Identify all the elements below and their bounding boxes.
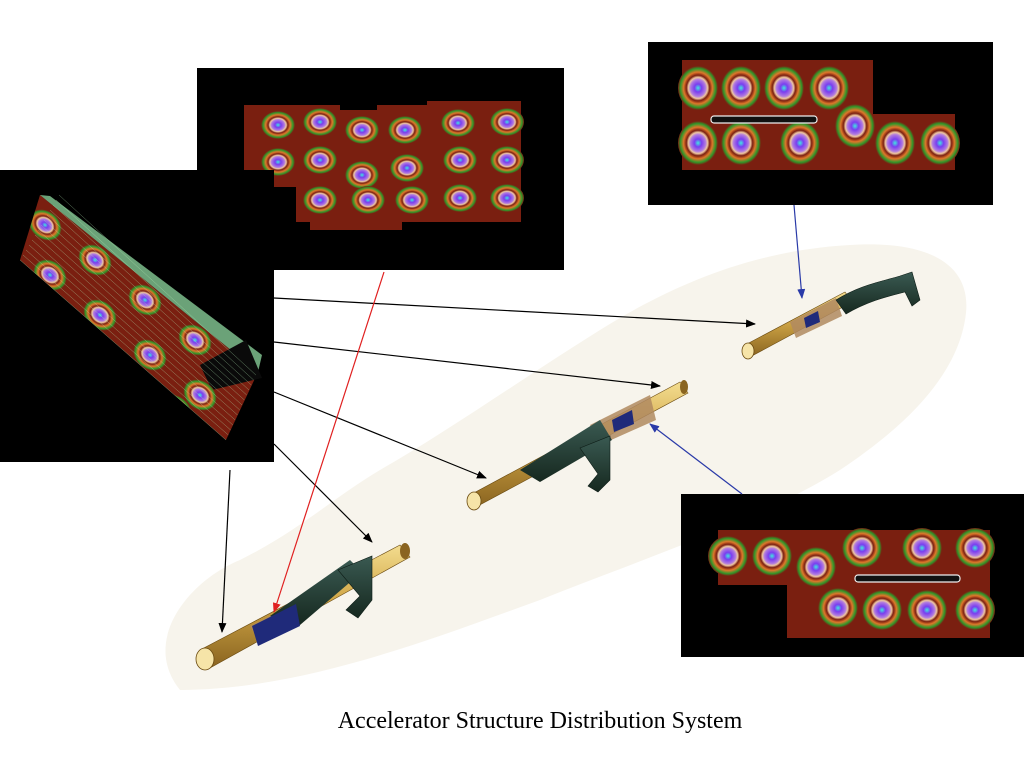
field-cell bbox=[721, 66, 761, 110]
field-cell bbox=[920, 121, 960, 165]
field-cell bbox=[78, 244, 112, 276]
arrow-mesh-to-structure-1-end bbox=[273, 443, 373, 543]
field-cell bbox=[351, 186, 385, 214]
field-cell bbox=[752, 536, 792, 576]
field-cell bbox=[955, 528, 995, 568]
field-cell bbox=[490, 146, 524, 174]
field-cell bbox=[796, 547, 836, 587]
field-cell bbox=[178, 324, 212, 356]
arrow-blue-top bbox=[793, 204, 806, 299]
field-cell bbox=[862, 590, 902, 630]
field-cell bbox=[842, 528, 882, 568]
field-cell bbox=[902, 528, 942, 568]
arrow-mesh-to-structure-3 bbox=[273, 297, 756, 328]
field-cell bbox=[395, 186, 429, 214]
field-cell bbox=[390, 154, 424, 182]
field-cell bbox=[261, 148, 295, 176]
field-cell bbox=[490, 184, 524, 212]
field-cell bbox=[764, 66, 804, 110]
accelerator-structure-1 bbox=[195, 543, 411, 671]
field-cell bbox=[441, 109, 475, 137]
field-cell bbox=[835, 104, 875, 148]
accelerator-structure-2 bbox=[466, 380, 689, 511]
arrow-mesh-to-structure-2 bbox=[273, 341, 661, 389]
field-cell bbox=[388, 116, 422, 144]
field-cell bbox=[875, 121, 915, 165]
field-map-top-right bbox=[648, 42, 993, 205]
field-cell bbox=[303, 146, 337, 174]
figure-caption: Accelerator Structure Distribution Syste… bbox=[337, 708, 743, 734]
field-cell bbox=[443, 146, 477, 174]
field-cell bbox=[780, 121, 820, 165]
field-cell bbox=[490, 108, 524, 136]
field-cell bbox=[809, 66, 849, 110]
field-cell bbox=[128, 284, 162, 316]
field-cell bbox=[907, 590, 947, 630]
field-cell bbox=[345, 161, 379, 189]
arrow-blue-bottom bbox=[649, 423, 743, 495]
field-cell bbox=[708, 536, 748, 576]
field-cell bbox=[678, 66, 718, 110]
accelerator-structure-3 bbox=[741, 271, 921, 360]
field-cell bbox=[443, 184, 477, 212]
arrows bbox=[218, 204, 806, 633]
arrow-red-coupler bbox=[272, 271, 385, 613]
arrow-mesh-to-structure-2-end bbox=[273, 391, 487, 479]
field-cell bbox=[721, 121, 761, 165]
field-cell bbox=[345, 116, 379, 144]
mesh-model-3d bbox=[0, 170, 274, 462]
field-map-top-center bbox=[197, 68, 564, 270]
coupling-slot bbox=[854, 574, 961, 583]
arrow-mesh-to-structure-1 bbox=[218, 469, 231, 633]
field-cell bbox=[28, 209, 62, 241]
field-cell bbox=[133, 339, 167, 371]
field-cell bbox=[955, 590, 995, 630]
field-cell bbox=[678, 121, 718, 165]
field-cell bbox=[261, 111, 295, 139]
field-cell bbox=[818, 588, 858, 628]
coupling-slot bbox=[710, 115, 818, 124]
field-map-bottom-right bbox=[681, 494, 1024, 657]
field-cell bbox=[303, 186, 337, 214]
field-cell bbox=[303, 108, 337, 136]
